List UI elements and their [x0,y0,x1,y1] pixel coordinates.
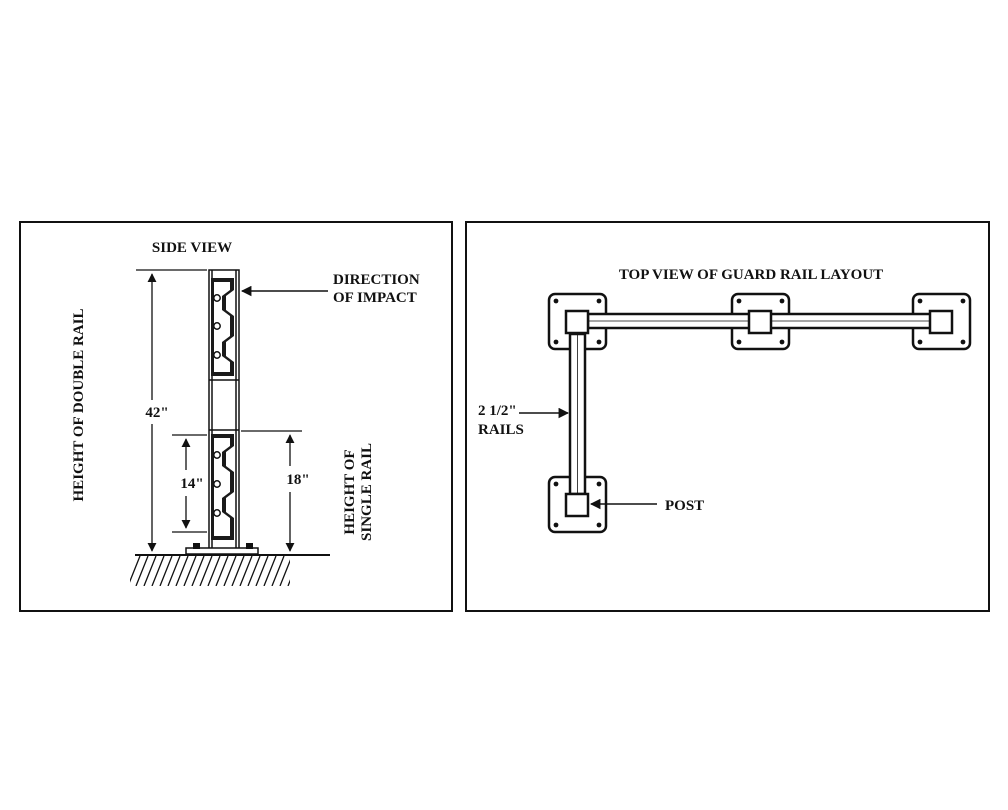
dimension-42-label: 42" [145,405,168,421]
top-view-title: TOP VIEW OF GUARD RAIL LAYOUT [619,267,883,283]
dimension-18 [241,430,302,552]
post-1 [564,309,590,335]
dimension-42 [136,269,207,552]
single-rail-label-line2: SINGLE RAIL [359,443,375,541]
double-rail-label: HEIGHT OF DOUBLE RAIL [71,309,87,502]
side-view-title: SIDE VIEW [152,240,232,256]
post-2 [747,309,773,335]
post-label: POST [665,498,704,514]
upper-rail-profile [211,278,234,376]
post-4 [564,492,590,518]
vertical-rail [568,332,587,496]
dimension-18-label: 18" [286,472,309,488]
dimension-14 [172,434,207,533]
side-view-panel: SIDE VIEW [19,221,453,612]
top-view-panel: TOP VIEW OF GUARD RAIL LAYOUT [465,221,990,612]
impact-label-line1: DIRECTION [333,272,420,288]
base-plate [185,543,259,555]
single-rail-label-line1: HEIGHT OF [342,449,358,534]
dimension-14-label: 14" [180,476,203,492]
impact-label-line2: OF IMPACT [333,290,417,306]
lower-rail-profile [211,434,234,540]
post-3 [928,309,954,335]
rails-label-line1: 2 1/2" [478,403,517,419]
ground-hatching [130,554,330,586]
rails-label-line2: RAILS [478,422,524,438]
